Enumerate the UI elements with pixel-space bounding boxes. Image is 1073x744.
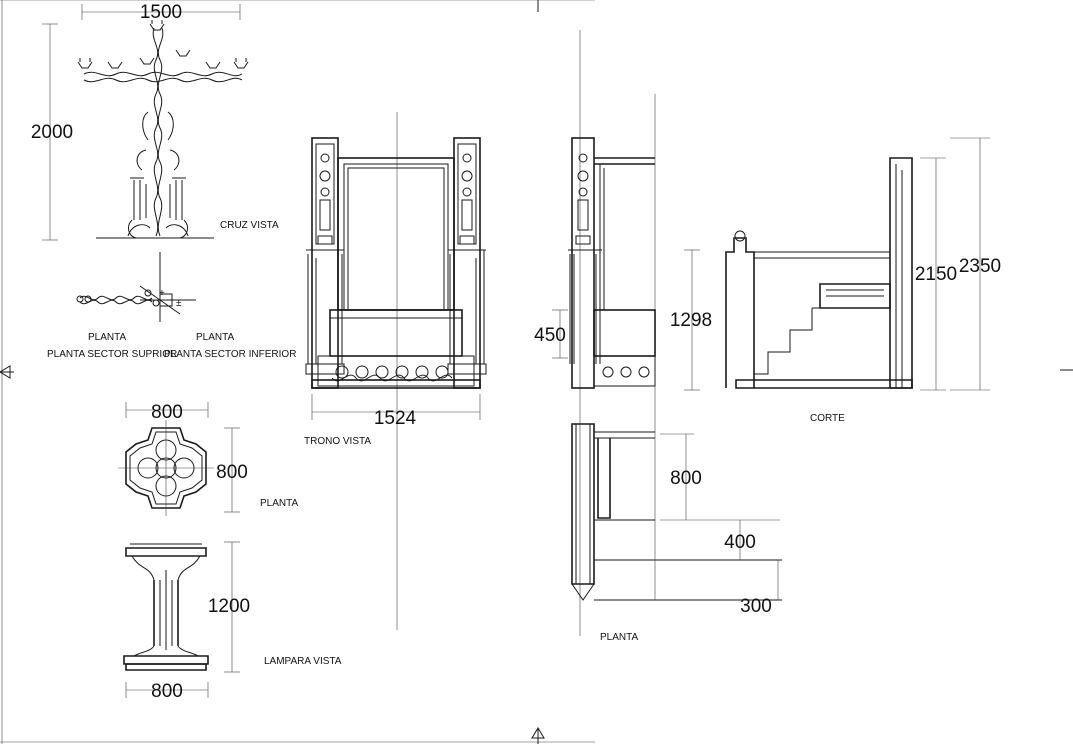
throne-view: 1524 TRONO VISTA: [304, 112, 487, 630]
plan-title: PLANTA: [600, 632, 638, 643]
cross-plan-upper-label: PLANTA: [88, 332, 126, 343]
svg-text:+: +: [159, 288, 165, 299]
cross-height-dim: 2000: [31, 122, 73, 143]
lamp-height-dim: 1200: [208, 596, 250, 617]
section-dim-2350: 2350: [959, 256, 1001, 277]
plan-dim-400: 400: [724, 532, 756, 553]
lamp-plan-width-dim: 800: [151, 402, 183, 423]
section-dim-450: 450: [534, 325, 566, 346]
cross-view: 1500 2000: [31, 2, 297, 360]
lamp-plan-title: PLANTA: [260, 498, 298, 509]
throne-view-title: TRONO VISTA: [304, 436, 371, 447]
plan-dim-800: 800: [670, 468, 702, 489]
svg-text:±: ±: [176, 298, 182, 309]
cross-plan-lower-label: PLANTA: [196, 332, 234, 343]
plan-dim-300: 300: [740, 596, 772, 617]
lamp-plan-depth-dim: 800: [216, 462, 248, 483]
lamp-view: 1200 800 LAMPARA VISTA: [123, 541, 342, 702]
section-dim-1298: 1298: [670, 310, 712, 331]
section-dim-2150: 2150: [915, 264, 957, 285]
cross-plan-upper-sub: PLANTA SECTOR SUPRIOR: [47, 349, 177, 360]
lamp-view-title: LAMPARA VISTA: [264, 656, 342, 667]
section-title: CORTE: [810, 413, 845, 424]
cross-width-dim: 1500: [140, 2, 182, 23]
throne-section: 450 1298 2150 2350 CORTE: [534, 30, 1001, 643]
lamp-base-width-dim: 800: [151, 681, 183, 702]
throne-width-dim: 1524: [374, 408, 417, 429]
cross-view-title: CRUZ VISTA: [220, 220, 279, 231]
cross-plan-lower-sub: PLANTA SECTOR INFERIOR: [164, 349, 296, 360]
lamp-plan: 800 800 PLANTA: [118, 402, 298, 516]
